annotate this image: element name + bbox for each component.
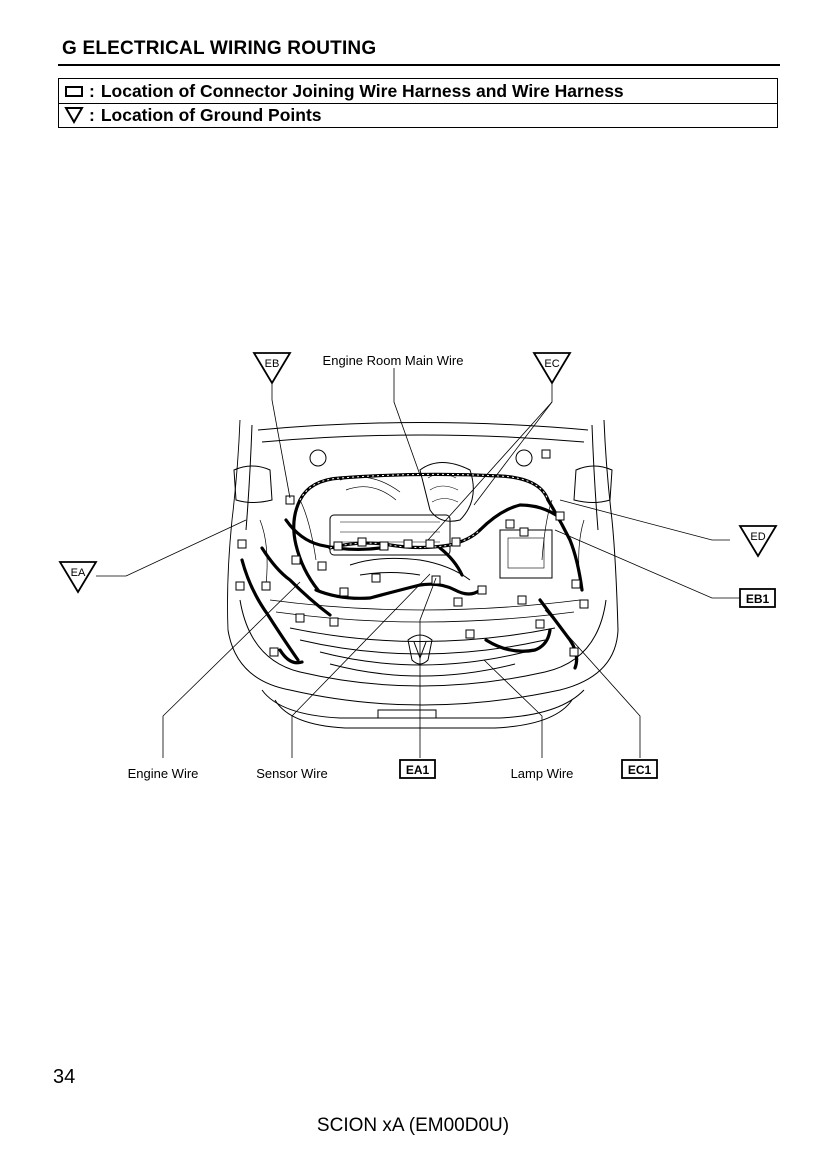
ground-triangle-icon [738, 525, 778, 558]
legend-row-connector: : Location of Connector Joining Wire Har… [59, 79, 777, 104]
connector-ec1: EC1 [621, 759, 658, 779]
ground-point-ea: EA [58, 561, 98, 594]
ground-triangle-icon [532, 352, 572, 385]
label-engine-wire: Engine Wire [128, 766, 199, 781]
connector-box-icon [621, 759, 658, 779]
connector-box-icon [739, 588, 776, 608]
connector-symbol-icon [59, 85, 89, 97]
ground-label-eb: EB [265, 358, 280, 370]
connector-label-eb1: EB1 [746, 592, 770, 606]
connector-label-ec1: EC1 [628, 763, 652, 777]
page-number: 34 [53, 1066, 76, 1088]
ground-label-ec: EC [544, 358, 559, 370]
legend-separator: : [89, 104, 95, 125]
legend-row-ground: : Location of Ground Points [59, 103, 777, 127]
connector-markers [235, 449, 589, 657]
connector-label-ea1: EA1 [406, 763, 430, 777]
label-lamp-wire: Lamp Wire [511, 766, 574, 781]
connector-ea1: EA1 [399, 759, 436, 779]
ground-point-ed: ED [738, 525, 778, 558]
legend-ground-text: Location of Ground Points [100, 104, 322, 125]
ground-triangle-icon [252, 352, 292, 385]
car-body-illustration [227, 419, 619, 729]
leader-lines [96, 368, 740, 758]
ground-point-eb: EB [252, 352, 292, 385]
title-divider [58, 64, 780, 66]
ground-symbol-icon [59, 106, 89, 124]
legend-separator: : [89, 80, 95, 101]
connector-eb1: EB1 [739, 588, 776, 608]
legend-connector-text: Location of Connector Joining Wire Harne… [100, 80, 624, 101]
ground-label-ea: EA [71, 567, 86, 579]
page-title: G ELECTRICAL WIRING ROUTING [62, 38, 377, 59]
connector-box-icon [399, 759, 436, 779]
label-engine-room-main-wire: Engine Room Main Wire [323, 353, 464, 368]
footer-model: SCION xA (EM00D0U) [316, 1115, 510, 1136]
ground-point-ec: EC [532, 352, 572, 385]
ground-triangle-icon [58, 561, 98, 594]
ground-label-ed: ED [750, 531, 765, 543]
legend-box: : Location of Connector Joining Wire Har… [58, 78, 778, 128]
label-sensor-wire: Sensor Wire [256, 766, 328, 781]
